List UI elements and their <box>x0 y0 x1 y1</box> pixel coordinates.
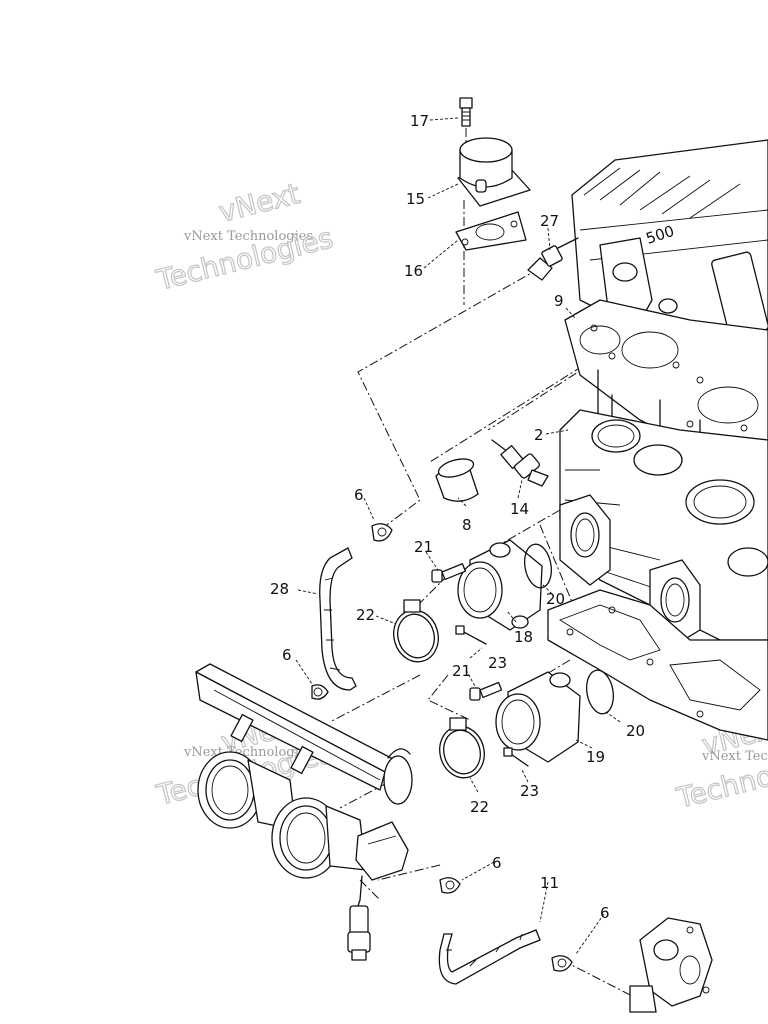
part-8-cap <box>435 458 479 502</box>
part-23-screws <box>455 625 529 767</box>
callout-16: 16 <box>404 262 423 280</box>
svg-text:vNext Technologies: vNext Technologies <box>701 749 768 764</box>
callout-9: 9 <box>554 292 564 310</box>
watermark-left-top: vNext vNext Technologies Technologies <box>152 176 337 297</box>
callout-20: 20 <box>546 590 565 608</box>
engine-block: 500 <box>547 139 768 741</box>
callout-11: 11 <box>540 874 559 892</box>
part-14-sensor <box>491 439 549 487</box>
throttle-body-assembly <box>195 663 413 961</box>
callout-23b: 23 <box>520 782 539 800</box>
part-19-intake-boot-lower <box>495 671 581 763</box>
callout-21b: 21 <box>452 662 471 680</box>
callout-27: 27 <box>540 212 559 230</box>
svg-text:vNext Technologies: vNext Technologies <box>183 229 313 244</box>
part-17-bleed-screw <box>459 97 473 127</box>
leader-lines <box>295 117 621 955</box>
callout-6b: 6 <box>282 646 292 664</box>
part-27-temp-sensor <box>527 237 579 281</box>
part-22-clamps <box>393 599 485 779</box>
callout-17: 17 <box>410 112 429 130</box>
part-20-orings <box>523 543 615 715</box>
part-21-bolts <box>431 563 503 701</box>
svg-text:vNext: vNext <box>216 177 303 229</box>
callout-numbers: 17 15 16 27 9 2 8 14 6 28 21 22 18 20 23… <box>270 112 645 922</box>
callout-18: 18 <box>514 628 533 646</box>
callout-6c: 6 <box>492 854 502 872</box>
callout-14: 14 <box>510 500 529 518</box>
part-18-intake-boot-upper <box>457 539 543 631</box>
callout-22: 22 <box>356 606 375 624</box>
callout-21: 21 <box>414 538 433 556</box>
water-pump <box>629 917 713 1013</box>
callout-19: 19 <box>586 748 605 766</box>
callout-15: 15 <box>406 190 425 208</box>
callout-23: 23 <box>488 654 507 672</box>
part-11-hose <box>438 929 541 985</box>
part-15-thermostat-housing <box>457 137 531 207</box>
callout-8: 8 <box>462 516 472 534</box>
callout-22b: 22 <box>470 798 489 816</box>
callout-28: 28 <box>270 580 289 598</box>
callout-2: 2 <box>534 426 544 444</box>
callout-20b: 20 <box>626 722 645 740</box>
part-6-hose-clamps <box>311 523 573 972</box>
callout-6d: 6 <box>600 904 610 922</box>
part-28-hose <box>319 547 357 691</box>
part-16-thermostat-gasket <box>455 211 527 251</box>
callout-6: 6 <box>354 486 364 504</box>
